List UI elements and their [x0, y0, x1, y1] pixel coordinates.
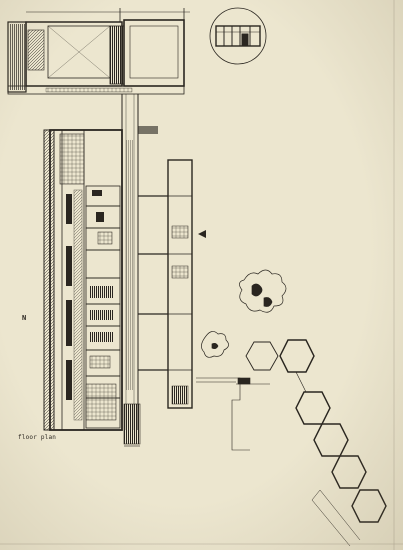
bridge-corridor: [121, 94, 168, 430]
top-annex-plan: [7, 8, 190, 95]
landscape-trees: [201, 269, 287, 358]
north-marker: N: [22, 314, 27, 322]
main-building-plan: [43, 129, 141, 447]
furniture-blocks: [66, 190, 117, 421]
right-pavilion-plan: [167, 159, 206, 409]
inset-elevation-circle: [209, 7, 267, 65]
hexagon-pavilions: [245, 339, 387, 547]
drawing-caption: floor plan: [18, 434, 57, 441]
terrace-walls: [196, 377, 270, 451]
